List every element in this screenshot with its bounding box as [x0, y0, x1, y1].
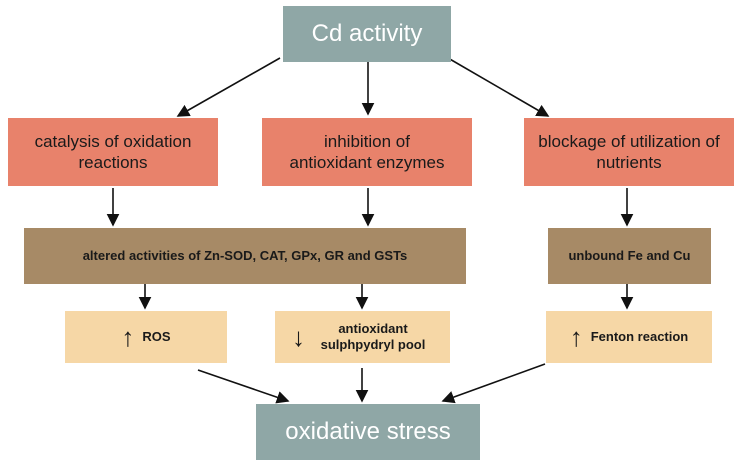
catalysis-label: catalysis of oxidation reactions	[34, 131, 192, 172]
arrow-fenton-to-stress	[441, 363, 546, 404]
up-arrow-icon: ↑	[121, 322, 135, 352]
inhibition-label: inhibition of antioxidant enzymes	[289, 131, 445, 172]
blockage-box: blockage of utilization of nutrients	[524, 118, 734, 186]
inhibition-box: inhibition of antioxidant enzymes	[262, 118, 472, 186]
arrow-ros-to-stress	[197, 369, 290, 404]
fenton-label: Fenton reaction	[590, 328, 689, 344]
cd-activity-box: Cd activity	[283, 6, 451, 62]
unbound-box: unbound Fe and Cu	[548, 228, 711, 284]
unbound-label: unbound Fe and Cu	[568, 247, 691, 263]
altered-activities-label: altered activities of Zn-SOD, CAT, GPx, …	[82, 247, 408, 263]
arrow-cd-to-blockage	[447, 57, 550, 117]
oxidative-stress-label: oxidative stress	[285, 418, 451, 445]
fenton-box: ↑ Fenton reaction	[546, 311, 712, 363]
arrow-cd-to-catalysis	[176, 57, 281, 117]
blockage-label: blockage of utilization of nutrients	[538, 131, 720, 172]
antioxidant-pool-label: antioxidant sulphpydryl pool	[320, 320, 426, 352]
cd-activity-label: Cd activity	[311, 20, 423, 47]
oxidative-stress-box: oxidative stress	[256, 404, 480, 460]
ros-box: ↑ ROS	[65, 311, 227, 363]
antioxidant-pool-box: ↓ antioxidant sulphpydryl pool	[275, 311, 450, 363]
altered-activities-box: altered activities of Zn-SOD, CAT, GPx, …	[24, 228, 466, 284]
ros-label: ROS	[142, 328, 171, 344]
up-arrow-icon: ↑	[569, 322, 583, 352]
catalysis-box: catalysis of oxidation reactions	[8, 118, 218, 186]
down-arrow-icon: ↓	[292, 322, 305, 352]
